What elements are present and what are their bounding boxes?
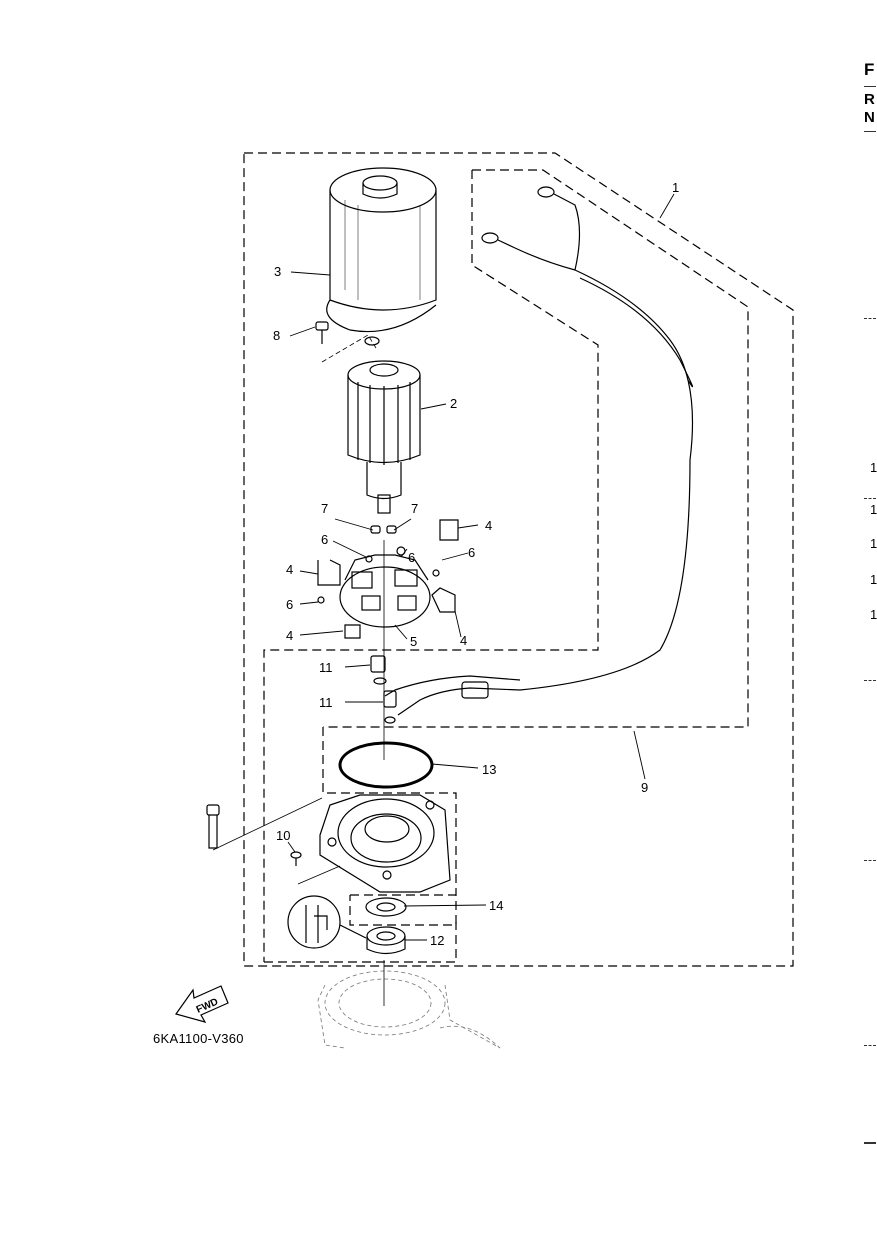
screw-10 [290,851,302,866]
diagram-code: 6KA1100-V360 [153,1031,244,1046]
callout-7-left: 7 [321,501,328,516]
margin-number: 1 [870,536,877,551]
bearing [366,926,406,955]
callout-3: 3 [274,264,281,279]
end-cover [319,794,451,893]
leader-lines [287,193,675,941]
armature [347,360,421,514]
margin-number: 1 [870,572,877,587]
margin-dash [864,498,876,499]
callout-11-bottom: 11 [319,695,333,710]
margin-dash [864,680,876,681]
margin-number: 1 [870,460,877,475]
callout-4-bottom-left: 4 [286,628,293,643]
install-detail [287,895,367,949]
bolt [206,804,220,849]
washer [365,897,407,917]
o-ring [338,741,434,789]
callout-6-center: 6 [408,550,415,565]
callout-4-top-right: 4 [485,518,492,533]
margin-rule [864,1142,876,1144]
assembly-boundary-9 [243,152,794,967]
margin-dash [864,860,876,861]
margin-number: 1 [870,502,877,517]
callout-12: 12 [430,933,444,948]
callout-13: 13 [482,762,496,777]
dashed-guide [297,865,341,885]
margin-rule [864,86,876,87]
margin-letter: F [864,60,875,79]
motor-yoke [326,167,437,346]
callout-9: 9 [641,780,648,795]
margin-number: 1 [870,607,877,622]
callout-11-top: 11 [319,660,333,675]
screw-8 [315,321,329,344]
callout-1: 1 [672,180,679,195]
callout-4-left: 4 [286,562,293,577]
dashed-guide [321,334,377,363]
margin-dash [864,1045,876,1046]
small-fasteners [317,525,440,604]
callout-5: 5 [410,634,417,649]
callout-4-bottom-right: 4 [460,633,467,648]
terminal-bolts [370,655,397,724]
margin-letter: R [864,91,875,108]
callout-2: 2 [450,396,457,411]
wire-leads [384,186,694,716]
gear-case-outline [317,970,501,1049]
callout-6-left-top: 6 [321,532,328,547]
margin-dash [864,318,876,319]
callout-8: 8 [273,328,280,343]
brush [317,519,459,639]
callout-14: 14 [489,898,503,913]
brush-holder [339,540,431,760]
callout-7-right: 7 [411,501,418,516]
dashed-guide [212,797,323,851]
callout-6-left-bottom: 6 [286,597,293,612]
callout-10: 10 [276,828,290,843]
callout-6-right: 6 [468,545,475,560]
margin-rule [864,131,876,132]
fwd-arrow-icon [175,985,229,1023]
margin-letter: N [864,109,875,126]
